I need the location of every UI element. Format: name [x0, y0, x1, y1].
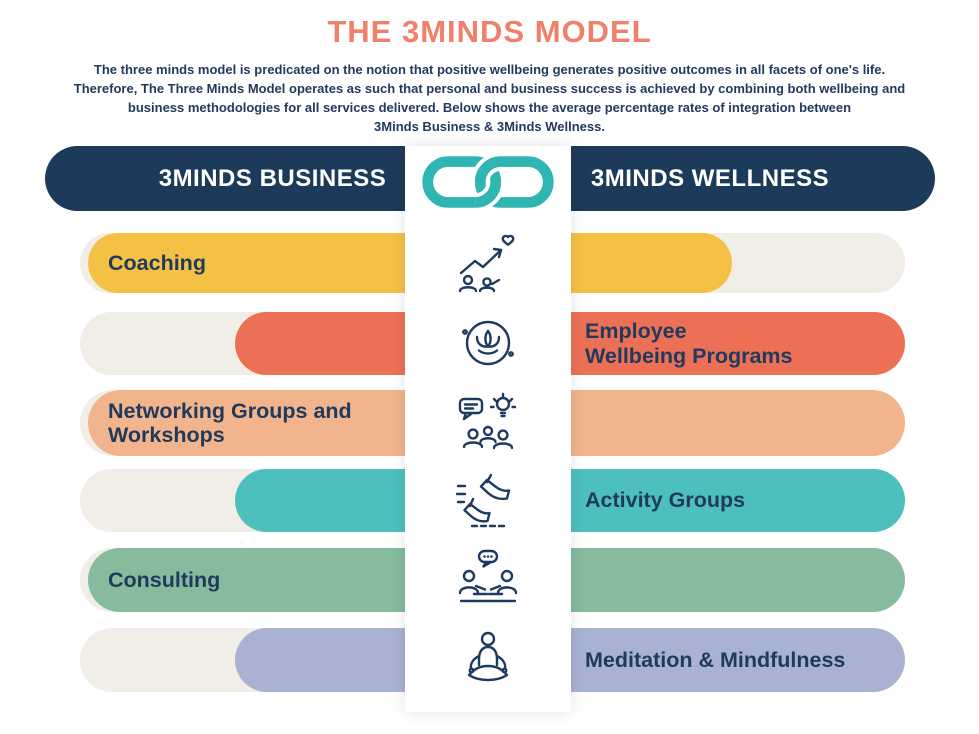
row-label: Networking Groups and Workshops — [108, 398, 352, 447]
row-label: Meditation & Mindfulness — [585, 647, 846, 672]
row-label: Consulting — [108, 567, 221, 592]
row-label: Coaching — [108, 250, 206, 275]
wellness-header-label: 3MINDS WELLNESS — [590, 164, 830, 192]
row-label: Employee Wellbeing Programs — [585, 319, 793, 368]
lotus-wellbeing-icon — [456, 311, 520, 375]
growth-heart-icon — [456, 231, 520, 295]
meditation-icon — [456, 628, 520, 692]
chain-link-icon — [419, 147, 557, 217]
description-text: The three minds model is predicated on t… — [73, 62, 906, 134]
group-discussion-idea-icon — [456, 391, 520, 455]
walking-activity-icon — [456, 468, 520, 532]
business-header-label: 3MINDS BUSINESS — [158, 164, 387, 192]
row-label: Activity Groups — [585, 488, 746, 513]
consulting-discussion-icon — [456, 548, 520, 612]
center-icon-strip — [405, 146, 571, 712]
page-title: THE 3MINDS MODEL — [327, 14, 652, 49]
